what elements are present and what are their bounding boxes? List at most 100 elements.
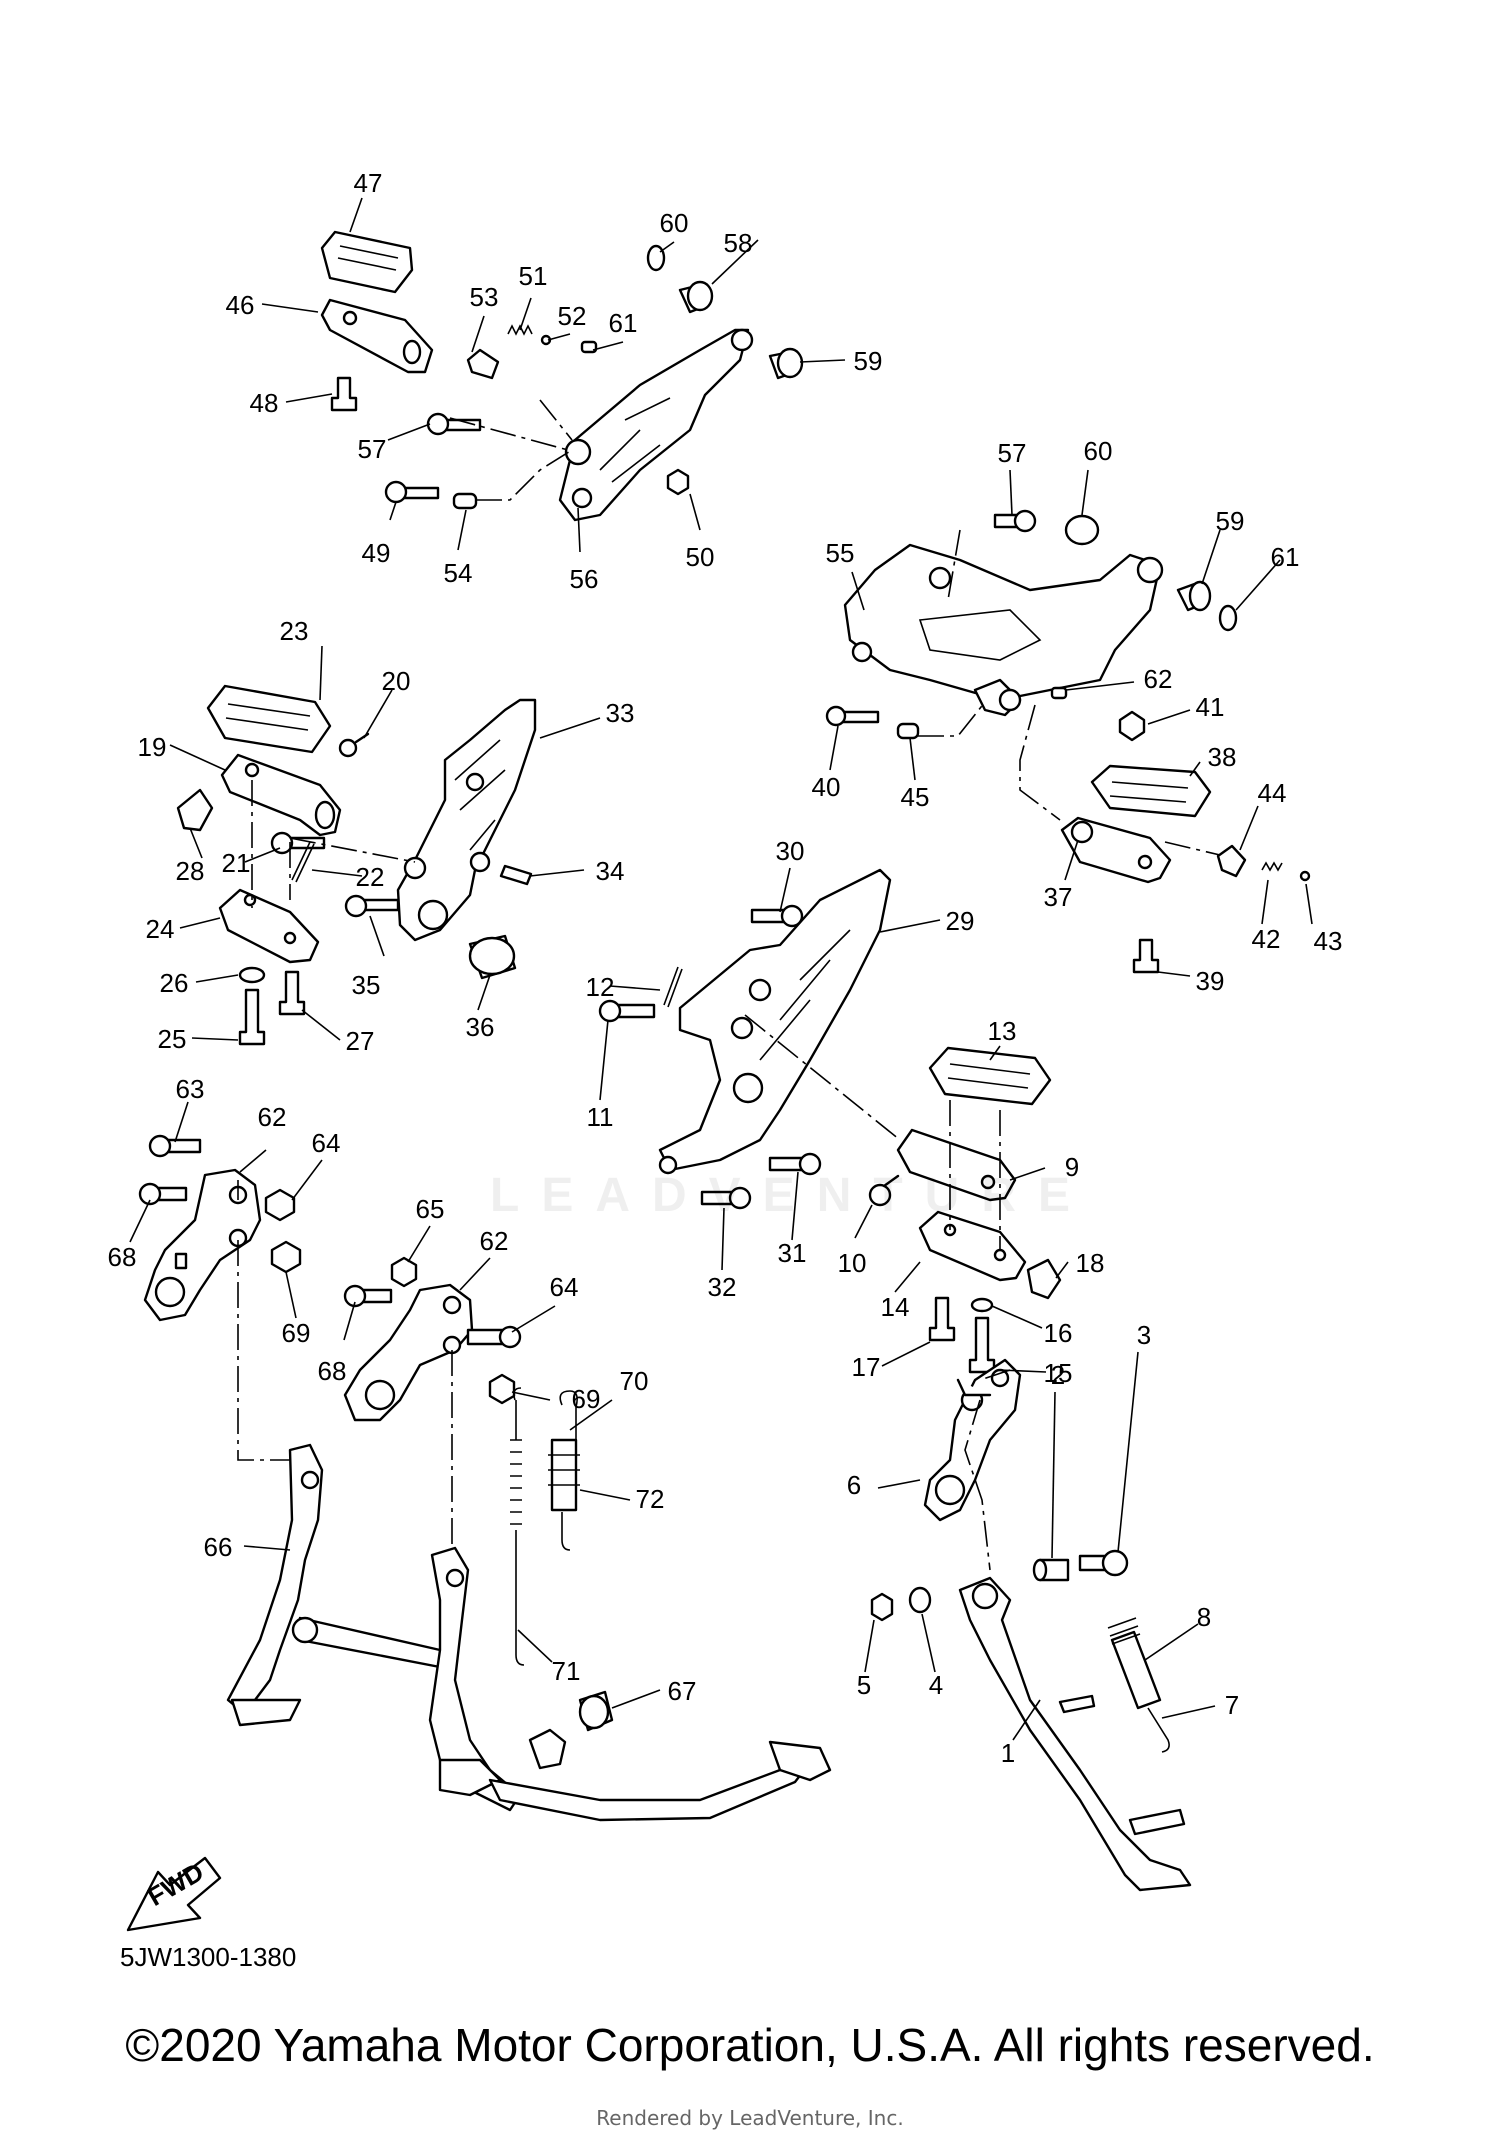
callout-56: 56 <box>570 564 599 594</box>
bolt-48 <box>330 376 358 412</box>
callout-4: 4 <box>929 1670 943 1700</box>
callout-49: 49 <box>362 538 391 568</box>
callout-52: 52 <box>558 301 587 331</box>
callout-59-r: 60 <box>1084 436 1113 466</box>
footrest-pad-47 <box>320 230 414 294</box>
callout-38: 38 <box>1208 742 1237 772</box>
bolt-27 <box>278 970 306 1016</box>
washer-60-r <box>1218 604 1238 632</box>
right-footrest-group <box>598 868 1062 1374</box>
collar-45 <box>896 722 920 740</box>
bolt-17 <box>928 1296 956 1342</box>
pin-34 <box>499 864 533 886</box>
fwd-arrow: FWD <box>126 1856 222 1932</box>
nut-69-right <box>488 1373 516 1405</box>
callout-13: 13 <box>988 1016 1017 1046</box>
callout-64-right: 64 <box>550 1272 579 1302</box>
callout-60-r: 61 <box>1271 542 1300 572</box>
callout-5: 5 <box>857 1670 871 1700</box>
collar-54 <box>452 492 478 510</box>
spring-cover-72 <box>550 1438 578 1512</box>
callout-68-right: 68 <box>318 1356 347 1386</box>
callout-55: 55 <box>826 538 855 568</box>
callout-29: 29 <box>946 906 975 936</box>
cotter-22 <box>291 841 315 883</box>
callout-43: 43 <box>1314 926 1343 956</box>
callout-25: 25 <box>158 1024 187 1054</box>
washer-4 <box>908 1586 932 1614</box>
callout-1: 1 <box>1001 1738 1015 1768</box>
callout-18: 18 <box>1076 1248 1105 1278</box>
callout-59: 59 <box>854 346 883 376</box>
callout-62: 62 <box>480 1226 509 1256</box>
callout-50: 50 <box>686 542 715 572</box>
callout-54: 54 <box>444 558 473 588</box>
callout-3: 3 <box>1137 1320 1151 1350</box>
bolt-15 <box>968 1316 996 1374</box>
callout-20: 20 <box>382 666 411 696</box>
callout-35: 35 <box>352 970 381 1000</box>
callout-61-r: 62 <box>1144 664 1173 694</box>
callout-48: 48 <box>250 388 279 418</box>
callout-33: 33 <box>606 698 635 728</box>
callout-70: 70 <box>620 1366 649 1396</box>
callout-65-left: 64 <box>312 1128 341 1158</box>
rear-left-footrest-group <box>320 230 804 522</box>
spring-10 <box>868 1174 900 1207</box>
footrest-pad-38 <box>1090 764 1212 818</box>
callout-63: 62 <box>258 1102 287 1132</box>
callout-24: 24 <box>146 914 175 944</box>
nut-65-right <box>390 1256 418 1288</box>
spring-71 <box>510 1387 525 1666</box>
footrest-pad-13 <box>928 1046 1052 1106</box>
callout-22: 22 <box>356 862 385 892</box>
callout-58: 58 <box>724 228 753 258</box>
callout-6: 6 <box>847 1470 861 1500</box>
callout-64-left: 63 <box>176 1074 205 1104</box>
callout-66: 66 <box>204 1532 233 1562</box>
callout-23: 23 <box>280 616 309 646</box>
callout-57: 57 <box>358 434 387 464</box>
callout-8: 8 <box>1197 1602 1211 1632</box>
callout-27: 27 <box>346 1026 375 1056</box>
callout-26: 26 <box>160 968 189 998</box>
callout-51: 51 <box>519 261 548 291</box>
callout-61: 61 <box>609 308 638 338</box>
plate-44 <box>1216 844 1247 878</box>
callout-labels: 47 46 48 53 51 52 61 60 58 59 57 49 54 5… <box>108 168 1343 1768</box>
sidestand-1 <box>958 1576 1192 1892</box>
spring-group <box>510 1387 614 1732</box>
callout-16: 16 <box>1044 1318 1073 1348</box>
bracket-56 <box>558 328 750 522</box>
callout-44: 44 <box>1258 778 1287 808</box>
nut-69-left <box>270 1240 302 1274</box>
callout-32: 32 <box>708 1272 737 1302</box>
callout-72: 72 <box>636 1484 665 1514</box>
rendered-by-notice: Rendered by LeadVenture, Inc. <box>596 2106 904 2130</box>
bracket-33 <box>396 698 537 942</box>
callout-31: 31 <box>778 1238 807 1268</box>
callout-11: 11 <box>587 1102 614 1132</box>
footrest-pad-23 <box>206 684 332 754</box>
bracket-29 <box>658 868 892 1172</box>
callout-34: 34 <box>596 856 625 886</box>
callout-15: 15 <box>1044 1358 1073 1388</box>
callout-30: 30 <box>776 836 805 866</box>
callout-53: 53 <box>470 282 499 312</box>
callout-10: 10 <box>838 1248 867 1278</box>
copyright-notice: ©2020 Yamaha Motor Corporation, U.S.A. A… <box>125 2019 1375 2071</box>
collar-59-r <box>1064 514 1100 546</box>
watermark: LEADVENTURE <box>490 1169 1093 1222</box>
callout-12: 12 <box>586 972 615 1002</box>
damper-18 <box>1026 1258 1062 1300</box>
callout-42: 42 <box>1252 924 1281 954</box>
callout-9: 9 <box>1065 1152 1079 1182</box>
left-footrest-group <box>176 684 537 1046</box>
callout-57-r: 57 <box>998 438 1027 468</box>
callout-28: 28 <box>176 856 205 886</box>
callout-36: 36 <box>466 1012 495 1042</box>
bracket-55 <box>843 543 1162 702</box>
callout-71: 71 <box>552 1656 581 1686</box>
washer-26 <box>238 966 266 984</box>
